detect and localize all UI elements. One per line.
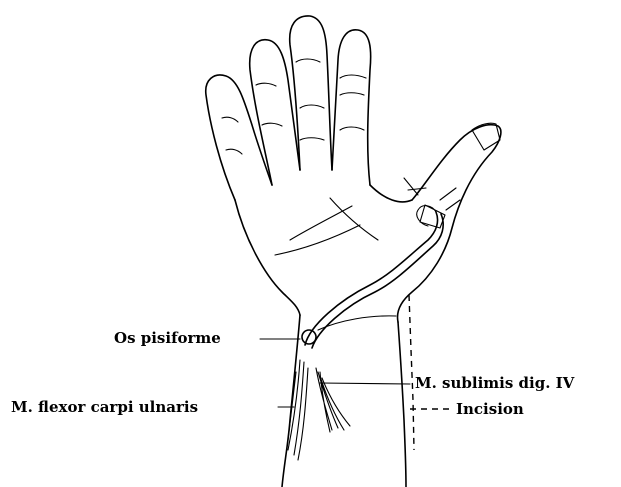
label-m-sublimis: M. sublimis dig. IV xyxy=(415,376,574,391)
label-incision: Incision xyxy=(456,402,524,417)
palm-outline xyxy=(235,123,501,487)
incision-line xyxy=(409,295,414,450)
muscle-fibers xyxy=(288,360,350,460)
label-m-flexor: M. flexor carpi ulnaris xyxy=(11,400,198,415)
tendon-loop xyxy=(305,178,445,348)
fingers-outline xyxy=(206,16,371,200)
label-os-pisiforme: Os pisiforme xyxy=(114,331,221,346)
leader-m-sublimis xyxy=(320,383,410,384)
